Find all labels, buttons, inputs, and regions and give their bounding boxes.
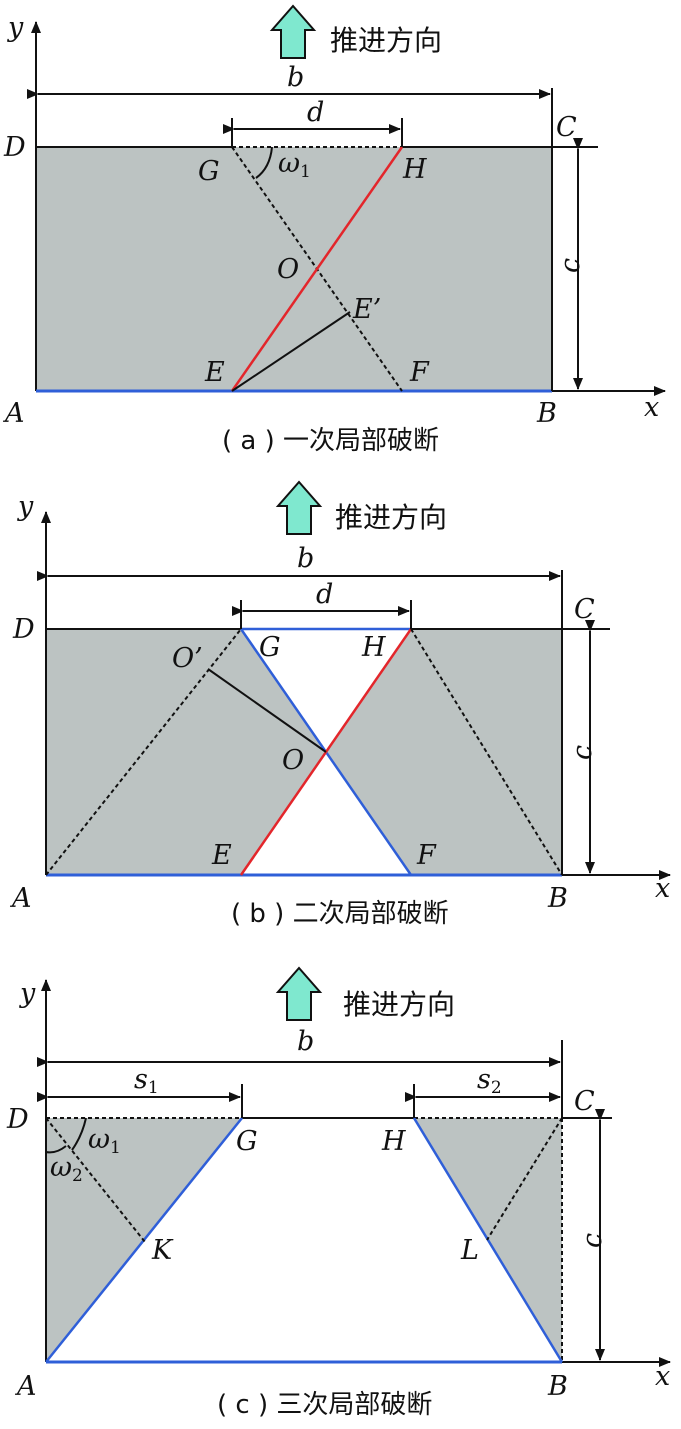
dim-d-label-a: d [307, 97, 324, 128]
point-o-a: O [277, 254, 299, 285]
point-b-b: B [547, 883, 568, 914]
caption-a: ( a ) 一次局部破断 [222, 426, 439, 456]
point-c-c: C [574, 1086, 595, 1117]
point-a-c: A [14, 1371, 37, 1402]
dim-c-label-b: c [567, 745, 598, 760]
caption-b: ( b ) 二次局部破断 [231, 899, 449, 929]
angle1-label-c: ω1 [88, 1124, 121, 1158]
direction-arrow-c [275, 966, 323, 1021]
direction-arrow-b [275, 480, 323, 535]
point-b-c: B [547, 1371, 568, 1402]
point-k-c: K [151, 1235, 174, 1266]
angle-arc-a [255, 146, 273, 179]
point-f-a: F [409, 357, 430, 388]
direction-label-c: 推进方向 [343, 988, 455, 1021]
axis-y-label-c: y [19, 978, 36, 1009]
point-e2-a: E’ [352, 294, 381, 325]
line-cl-c [486, 1117, 563, 1241]
dim-b-label-c: b [297, 1026, 314, 1057]
line-oo2-b [207, 668, 327, 753]
point-b-a: B [536, 398, 557, 429]
line-ee2-a [231, 311, 351, 392]
point-g-b: G [259, 632, 281, 663]
point-a-a: A [2, 398, 25, 429]
dim-c-label-c: c [577, 1233, 608, 1248]
dim-b-label-a: b [287, 62, 304, 93]
panel-a: 推进方向 y x b d c ω1 A B C D G H O E’ E F (… [2, 4, 666, 456]
axis-y-label-a: y [7, 12, 24, 43]
point-l-c: L [460, 1235, 479, 1266]
line-eh-a [230, 146, 404, 392]
point-d-b: D [12, 614, 35, 645]
point-c-b: C [574, 594, 595, 625]
caption-c: ( c ) 三次局部破断 [217, 1390, 432, 1420]
point-e-b: E [211, 840, 232, 871]
coal-region-left-b [46, 629, 326, 875]
dim-d-label-b: d [316, 579, 333, 610]
point-g-c: G [236, 1126, 258, 1157]
point-d-a: D [3, 132, 26, 163]
dim-s1-label-c: s1 [134, 1064, 159, 1098]
coal-region-right-b [326, 629, 562, 875]
point-a-b: A [9, 883, 32, 914]
panel-c: 推进方向 y x b s1 s2 c ω1 ω2 A B C D G H K L… [6, 966, 671, 1420]
point-d-c: D [6, 1104, 29, 1135]
direction-label-a: 推进方向 [330, 24, 442, 57]
angle2-label-c: ω2 [50, 1152, 83, 1186]
point-f-b: F [416, 840, 437, 871]
point-g-a: G [198, 156, 220, 187]
dim-s2-label-c: s2 [477, 1064, 502, 1098]
dim-c-label-a: c [555, 258, 586, 273]
point-o-b: O [282, 745, 304, 776]
direction-label-b: 推进方向 [335, 501, 447, 534]
point-h-c: H [381, 1126, 406, 1157]
point-c-a: C [556, 112, 577, 143]
angle-arc2-c [45, 1145, 67, 1154]
point-o2-b: O’ [172, 643, 203, 674]
point-e-a: E [204, 357, 225, 388]
panel-b: 推进方向 y x b d c A B C D G H O’ O E F ( b … [9, 480, 671, 929]
angle-label-a: ω1 [278, 148, 311, 182]
angle-arc1-c [71, 1117, 87, 1151]
dim-b-label-b: b [297, 543, 314, 574]
direction-arrow-a [269, 4, 317, 59]
line-hb-b [410, 628, 563, 876]
axis-x-label-c: x [655, 1361, 670, 1392]
axis-y-label-b: y [17, 491, 34, 522]
axis-x-label-a: x [644, 392, 659, 423]
point-h-b: H [361, 632, 386, 663]
line-dk-c [45, 1117, 146, 1243]
point-h-a: H [402, 154, 427, 185]
axis-x-label-b: x [655, 873, 670, 904]
